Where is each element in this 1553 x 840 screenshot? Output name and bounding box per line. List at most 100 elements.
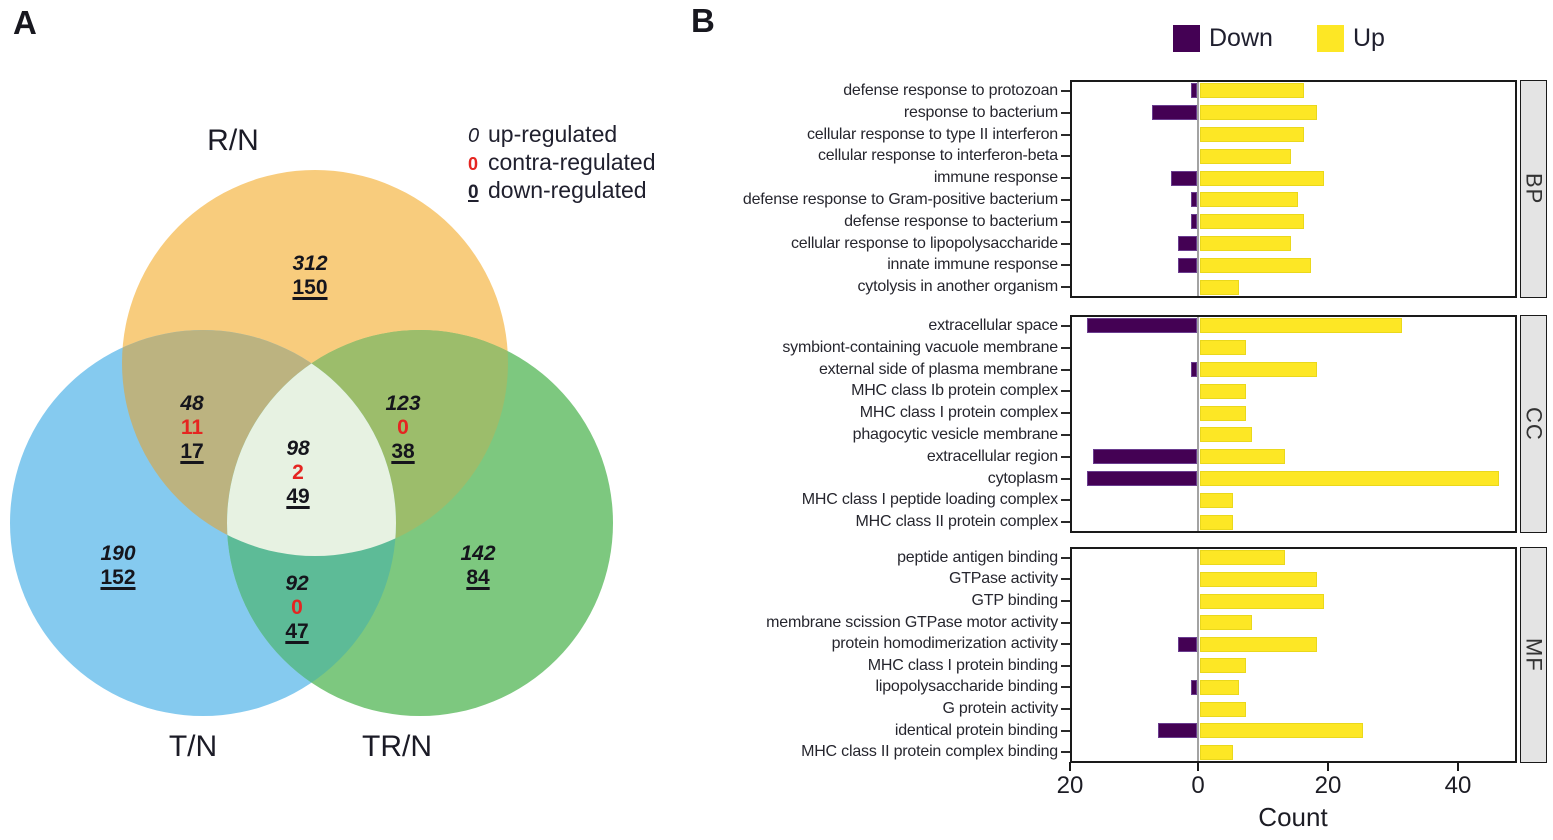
bar-up-bp-8	[1200, 257, 1311, 273]
up-style-symbol: 0	[468, 125, 480, 147]
x-axis-tick	[1069, 762, 1071, 771]
y-axis-label: defense response to Gram-positive bacter…	[742, 190, 1058, 208]
y-axis-tick	[1061, 708, 1070, 710]
bar-down-cc-6	[1093, 449, 1197, 465]
bar-down-bp-8	[1177, 257, 1197, 273]
bar-up-bp-1	[1200, 105, 1317, 121]
y-axis-label: symbiont-containing vacuole membrane	[782, 338, 1058, 356]
y-axis-tick	[1061, 729, 1070, 732]
y-axis-tick	[1061, 477, 1070, 480]
y-axis-tick	[1061, 521, 1070, 524]
down-style-symbol: 0	[468, 182, 479, 203]
y-axis-tick	[1061, 198, 1070, 201]
bar-down-bp-1	[1151, 105, 1197, 121]
bar-down-cc-7	[1086, 471, 1197, 486]
x-axis-tick	[1197, 762, 1199, 771]
facet-strip-label-cc: CC	[1521, 407, 1547, 441]
y-axis-tick	[1061, 286, 1070, 289]
y-axis-label: membrane scission GTPase motor activity	[766, 613, 1058, 631]
bar-down-mf-6	[1190, 679, 1197, 695]
y-axis-label: cellular response to type II interferon	[806, 125, 1058, 143]
y-axis-label: MHC class I peptide loading complex	[801, 491, 1058, 509]
bar-down-bp-7	[1177, 236, 1197, 251]
y-axis-tick	[1061, 433, 1070, 436]
venn-overlap-all	[227, 330, 396, 556]
zero-line-bp	[1197, 82, 1199, 296]
bar-down-bp-4	[1171, 170, 1197, 186]
venn-set-label-tn: T/N	[168, 730, 218, 763]
facet-strip-bp: BP	[1520, 80, 1547, 298]
x-axis-title: Count	[1258, 802, 1328, 832]
y-axis-tick	[1061, 621, 1070, 624]
venn-rn-only-up-count: 312	[292, 252, 328, 275]
venn-trn-only-up-count: 142	[460, 542, 496, 565]
bar-up-cc-6	[1200, 449, 1285, 465]
y-axis-tick	[1061, 111, 1070, 114]
y-axis-tick	[1061, 264, 1070, 267]
y-axis-tick	[1061, 220, 1070, 223]
y-axis-label: cytoplasm	[987, 469, 1058, 487]
bar-up-bp-2	[1200, 127, 1304, 142]
y-axis-tick	[1061, 89, 1070, 92]
venn-tn-trn-contra-count: 0	[291, 596, 303, 619]
down-legend-swatch	[1173, 25, 1200, 52]
bar-down-bp-0	[1190, 83, 1197, 99]
zero-line-mf	[1197, 549, 1199, 761]
y-axis-tick	[1061, 177, 1070, 180]
facet-strip-mf: MF	[1520, 547, 1547, 763]
y-axis-tick	[1061, 686, 1070, 689]
y-axis-tick	[1061, 390, 1070, 393]
y-axis-label: phagocytic vesicle membrane	[852, 425, 1059, 443]
bar-up-cc-5	[1200, 427, 1252, 443]
bar-up-bp-7	[1200, 236, 1291, 251]
y-axis-tick	[1061, 242, 1070, 245]
x-tick-label: 40	[1444, 772, 1472, 799]
bar-up-mf-1	[1200, 571, 1317, 587]
bar-up-cc-0	[1200, 318, 1402, 334]
y-axis-tick	[1061, 346, 1070, 349]
bar-up-bp-9	[1200, 279, 1239, 295]
up-legend-label: Up	[1353, 24, 1385, 52]
bar-up-cc-4	[1200, 405, 1246, 421]
bar-up-cc-3	[1200, 383, 1246, 399]
bar-up-mf-7	[1200, 701, 1246, 717]
venn-all-up-count: 98	[286, 437, 310, 460]
y-axis-tick	[1061, 664, 1070, 667]
panel-a-label: A	[13, 4, 37, 41]
venn-legend-down: 0 down-regulated	[468, 176, 656, 204]
venn-diagram	[10, 170, 613, 716]
y-axis-label: defense response to protozoan	[843, 81, 1058, 99]
venn-rn-trn-down-count: 38	[391, 440, 415, 463]
venn-legend-contra: 0 contra-regulated	[468, 148, 656, 176]
y-axis-tick	[1061, 643, 1070, 646]
y-axis-label: cytolysis in another organism	[857, 278, 1058, 296]
y-axis-label: extracellular region	[926, 447, 1058, 465]
venn-legend-contra-label: contra-regulated	[488, 149, 656, 175]
facet-strip-label-mf: MF	[1521, 638, 1547, 672]
venn-trn-only-down-count: 84	[466, 566, 490, 589]
venn-legend-down-label: down-regulated	[488, 177, 647, 203]
bar-down-mf-4	[1177, 636, 1197, 652]
bar-up-cc-7	[1200, 471, 1499, 486]
y-axis-label: MHC class II protein complex	[855, 513, 1059, 531]
bar-up-cc-8	[1200, 492, 1233, 508]
venn-rn-tn-contra-count: 11	[180, 416, 204, 439]
down-legend-label: Down	[1209, 24, 1273, 52]
bar-up-mf-0	[1200, 550, 1285, 566]
bar-up-bp-4	[1200, 170, 1324, 186]
y-axis-label: lipopolysaccharide binding	[875, 678, 1059, 696]
up-legend-swatch	[1317, 25, 1344, 52]
facet-panel-cc	[1070, 315, 1517, 533]
venn-tn-trn-down-count: 47	[285, 620, 309, 643]
y-axis-label: protein homodimerization activity	[831, 635, 1059, 653]
y-axis-tick	[1061, 324, 1070, 327]
x-tick-label: 0	[1191, 772, 1205, 799]
x-axis-tick	[1327, 762, 1329, 771]
venn-tn-trn-up-count: 92	[285, 572, 309, 595]
y-axis-label: MHC class I protein binding	[867, 656, 1058, 674]
y-axis-tick	[1061, 412, 1070, 415]
facet-strip-label-bp: BP	[1521, 173, 1547, 205]
y-axis-label: peptide antigen binding	[897, 548, 1058, 566]
